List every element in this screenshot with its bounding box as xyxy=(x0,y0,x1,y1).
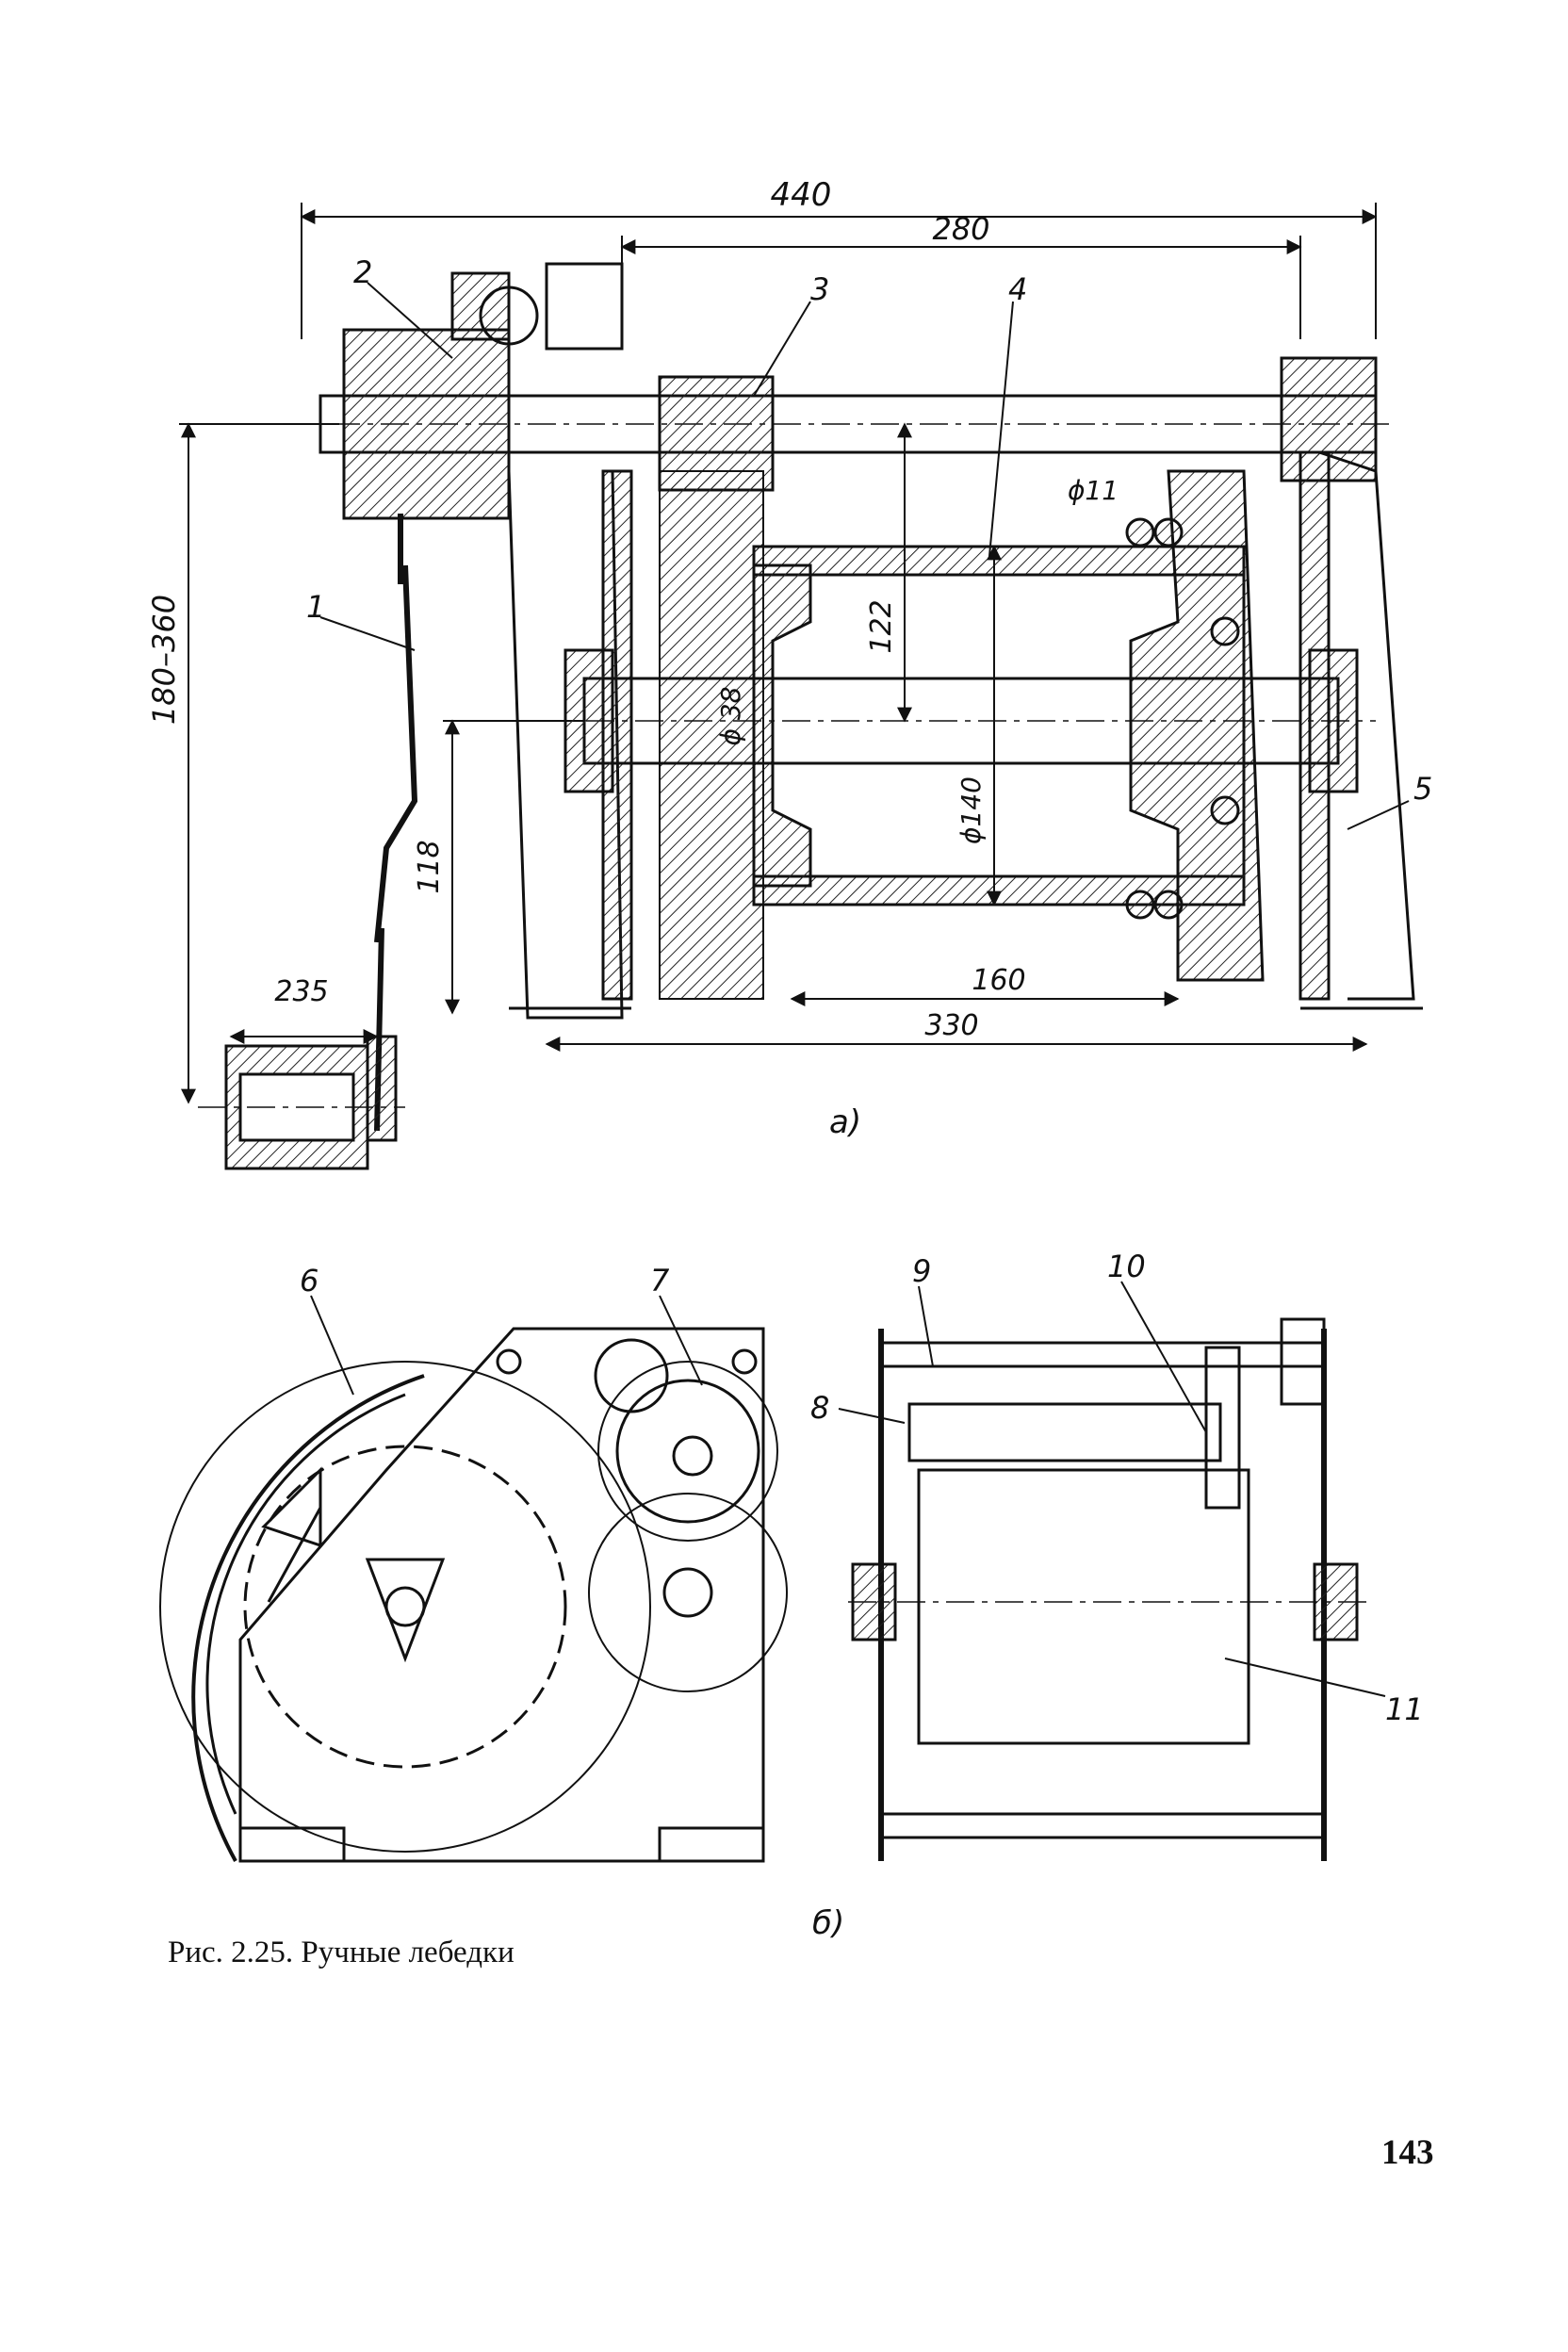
dim-shaft-height: 118 xyxy=(413,840,446,893)
figure-a-section xyxy=(179,203,1423,1170)
dim-frame-width: 330 xyxy=(924,1009,978,1042)
part-label-10: 10 xyxy=(1107,1249,1146,1284)
part-label-7: 7 xyxy=(650,1263,670,1298)
figure-b-sublabel: б) xyxy=(812,1904,844,1942)
part-label-5: 5 xyxy=(1413,771,1432,807)
figure-caption: Рис. 2.25. Ручные лебедки xyxy=(168,1936,514,1969)
part-label-1: 1 xyxy=(306,589,325,625)
dim-overall-width: 440 xyxy=(771,176,832,214)
dim-drum-diameter: ϕ140 xyxy=(956,776,987,844)
part-label-2: 2 xyxy=(353,254,372,290)
dim-shaft-diameter: ϕ 38 xyxy=(715,687,746,746)
dim-shaft-span: 280 xyxy=(932,211,989,247)
dim-handle-radius-range: 180–360 xyxy=(146,595,182,725)
figure-b-section xyxy=(159,1281,1386,1863)
part-label-3: 3 xyxy=(810,271,829,307)
part-label-6: 6 xyxy=(300,1263,318,1298)
page-number: 143 xyxy=(1381,2133,1434,2172)
dim-drum-center-offset: 122 xyxy=(865,599,898,653)
part-label-11: 11 xyxy=(1385,1691,1424,1727)
part-label-8: 8 xyxy=(810,1390,829,1426)
part-label-9: 9 xyxy=(912,1253,931,1289)
dim-rope-diameter: ϕ11 xyxy=(1068,475,1119,506)
dim-drum-length: 160 xyxy=(972,964,1025,997)
dim-handle-length: 235 xyxy=(274,975,328,1008)
figure-a-sublabel: а) xyxy=(829,1103,861,1141)
part-label-4: 4 xyxy=(1008,271,1027,307)
